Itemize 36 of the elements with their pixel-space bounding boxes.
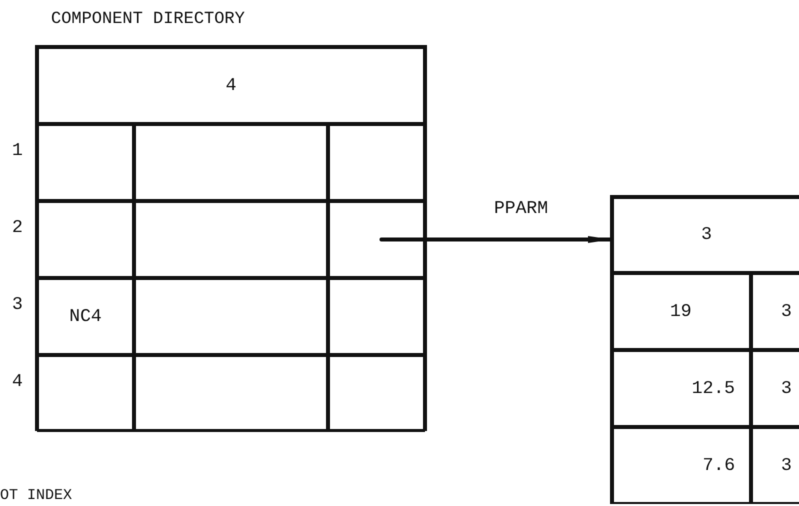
table-cell — [37, 47, 425, 124]
section-heading: OT INDEX — [0, 487, 72, 504]
table-cell — [612, 273, 751, 350]
table-title: COMPONENT DIRECTORY — [51, 10, 245, 29]
table-cell — [612, 350, 751, 427]
cell-value: 3 — [701, 225, 712, 245]
row-number: 1 — [12, 141, 23, 161]
table-cell — [328, 201, 425, 278]
table-cell — [37, 124, 134, 201]
table-cell — [328, 278, 425, 355]
table-cell — [612, 197, 799, 273]
row-number: 4 — [12, 372, 23, 392]
table-cell — [328, 355, 425, 432]
table-cell — [134, 278, 328, 355]
table-cell — [751, 427, 799, 504]
table-cell — [37, 201, 134, 278]
table-frame — [610, 195, 799, 504]
cell-value: 3 — [781, 302, 792, 322]
cell-value: 3 — [781, 378, 792, 398]
table-cell — [751, 350, 799, 427]
table-cell — [134, 355, 328, 432]
table-cell — [134, 124, 328, 201]
table-cell — [37, 278, 134, 355]
cell-value: 3 — [781, 456, 792, 476]
cell-value: 4 — [226, 76, 236, 96]
table-cell — [612, 427, 751, 504]
table-cell — [37, 355, 134, 432]
table-cell — [751, 273, 799, 350]
row-number: 3 — [12, 295, 23, 315]
cell-value: 12.5 — [692, 378, 735, 398]
table-cell — [328, 124, 425, 201]
cell-value: 7.6 — [702, 456, 735, 476]
table-cell — [134, 201, 328, 278]
row-number: 2 — [12, 218, 23, 238]
cell-value: NC4 — [69, 306, 102, 326]
cell-value: 19 — [670, 302, 692, 322]
